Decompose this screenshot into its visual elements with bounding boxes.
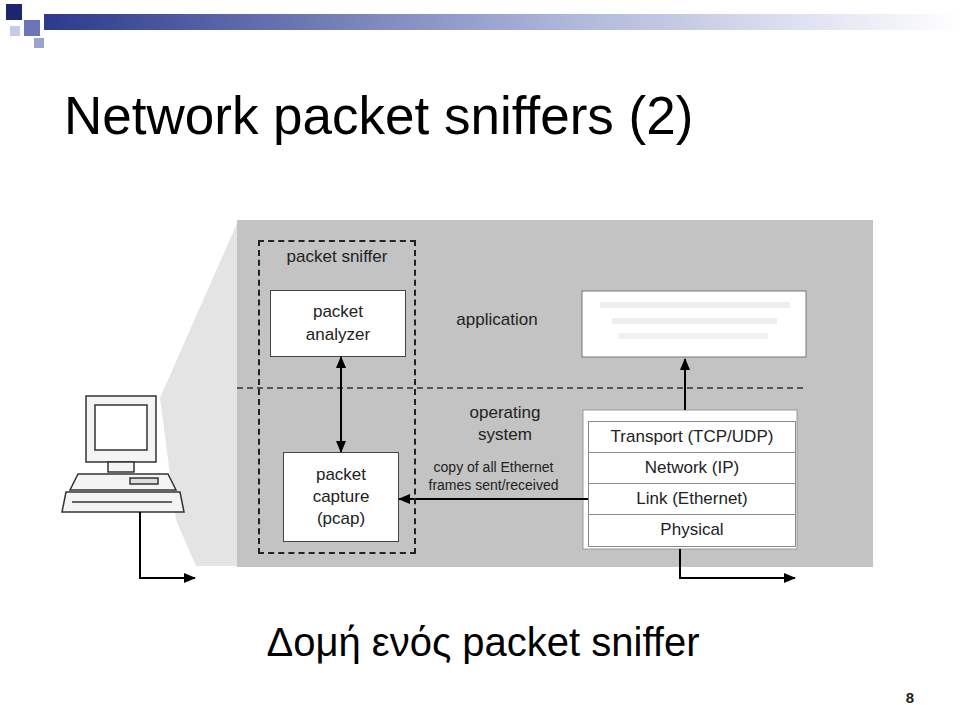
protocol-layer: Transport (TCP/UDP) (588, 421, 796, 454)
slide-caption: Δομή ενός packet sniffer (0, 618, 960, 666)
connector-arrow (340, 357, 342, 452)
protocol-layer: Network (IP) (588, 452, 796, 485)
network-wire (680, 549, 795, 578)
box-label: Network (IP) (645, 457, 739, 479)
stack-arrow (684, 359, 686, 410)
deco-square (34, 38, 44, 48)
deco-square (10, 26, 20, 36)
box-label: packet analyzer (288, 301, 388, 345)
application-box (582, 291, 806, 357)
deco-square (6, 4, 22, 20)
connector-arrow (399, 498, 588, 500)
header-band (0, 0, 960, 42)
box-label: packet capture (pcap) (296, 464, 386, 530)
slide-title: Network packet sniffers (2) (64, 84, 693, 148)
protocol-layer: Physical (588, 514, 796, 547)
process-box: packet analyzer (270, 290, 406, 357)
box-label: Link (Ethernet) (636, 488, 748, 510)
blurred-text (618, 333, 768, 339)
zoom-panel (237, 220, 873, 567)
computer-wire (140, 512, 195, 578)
group-box: packet sniffer packet analyzer packet capt… (258, 240, 416, 554)
blurred-text (612, 318, 777, 324)
edge-label: copy of all Ethernet frames sent/receive… (414, 459, 574, 494)
protocol-layer: Link (Ethernet) (588, 483, 796, 516)
page-number: 8 (890, 688, 930, 705)
computer-icon (62, 396, 184, 512)
box-label: Physical (660, 519, 723, 541)
layer-label: operating system (455, 402, 555, 446)
stack-housing (583, 410, 797, 549)
layer-label: application (442, 309, 552, 331)
layer-divider (237, 387, 805, 389)
group-heading: packet sniffer (287, 246, 388, 268)
deco-square (24, 20, 40, 36)
view-beam (160, 221, 238, 566)
blurred-text (600, 302, 790, 308)
process-box: packet capture (pcap) (283, 452, 399, 542)
header-bar (44, 14, 960, 30)
box-label: Transport (TCP/UDP) (611, 426, 774, 448)
